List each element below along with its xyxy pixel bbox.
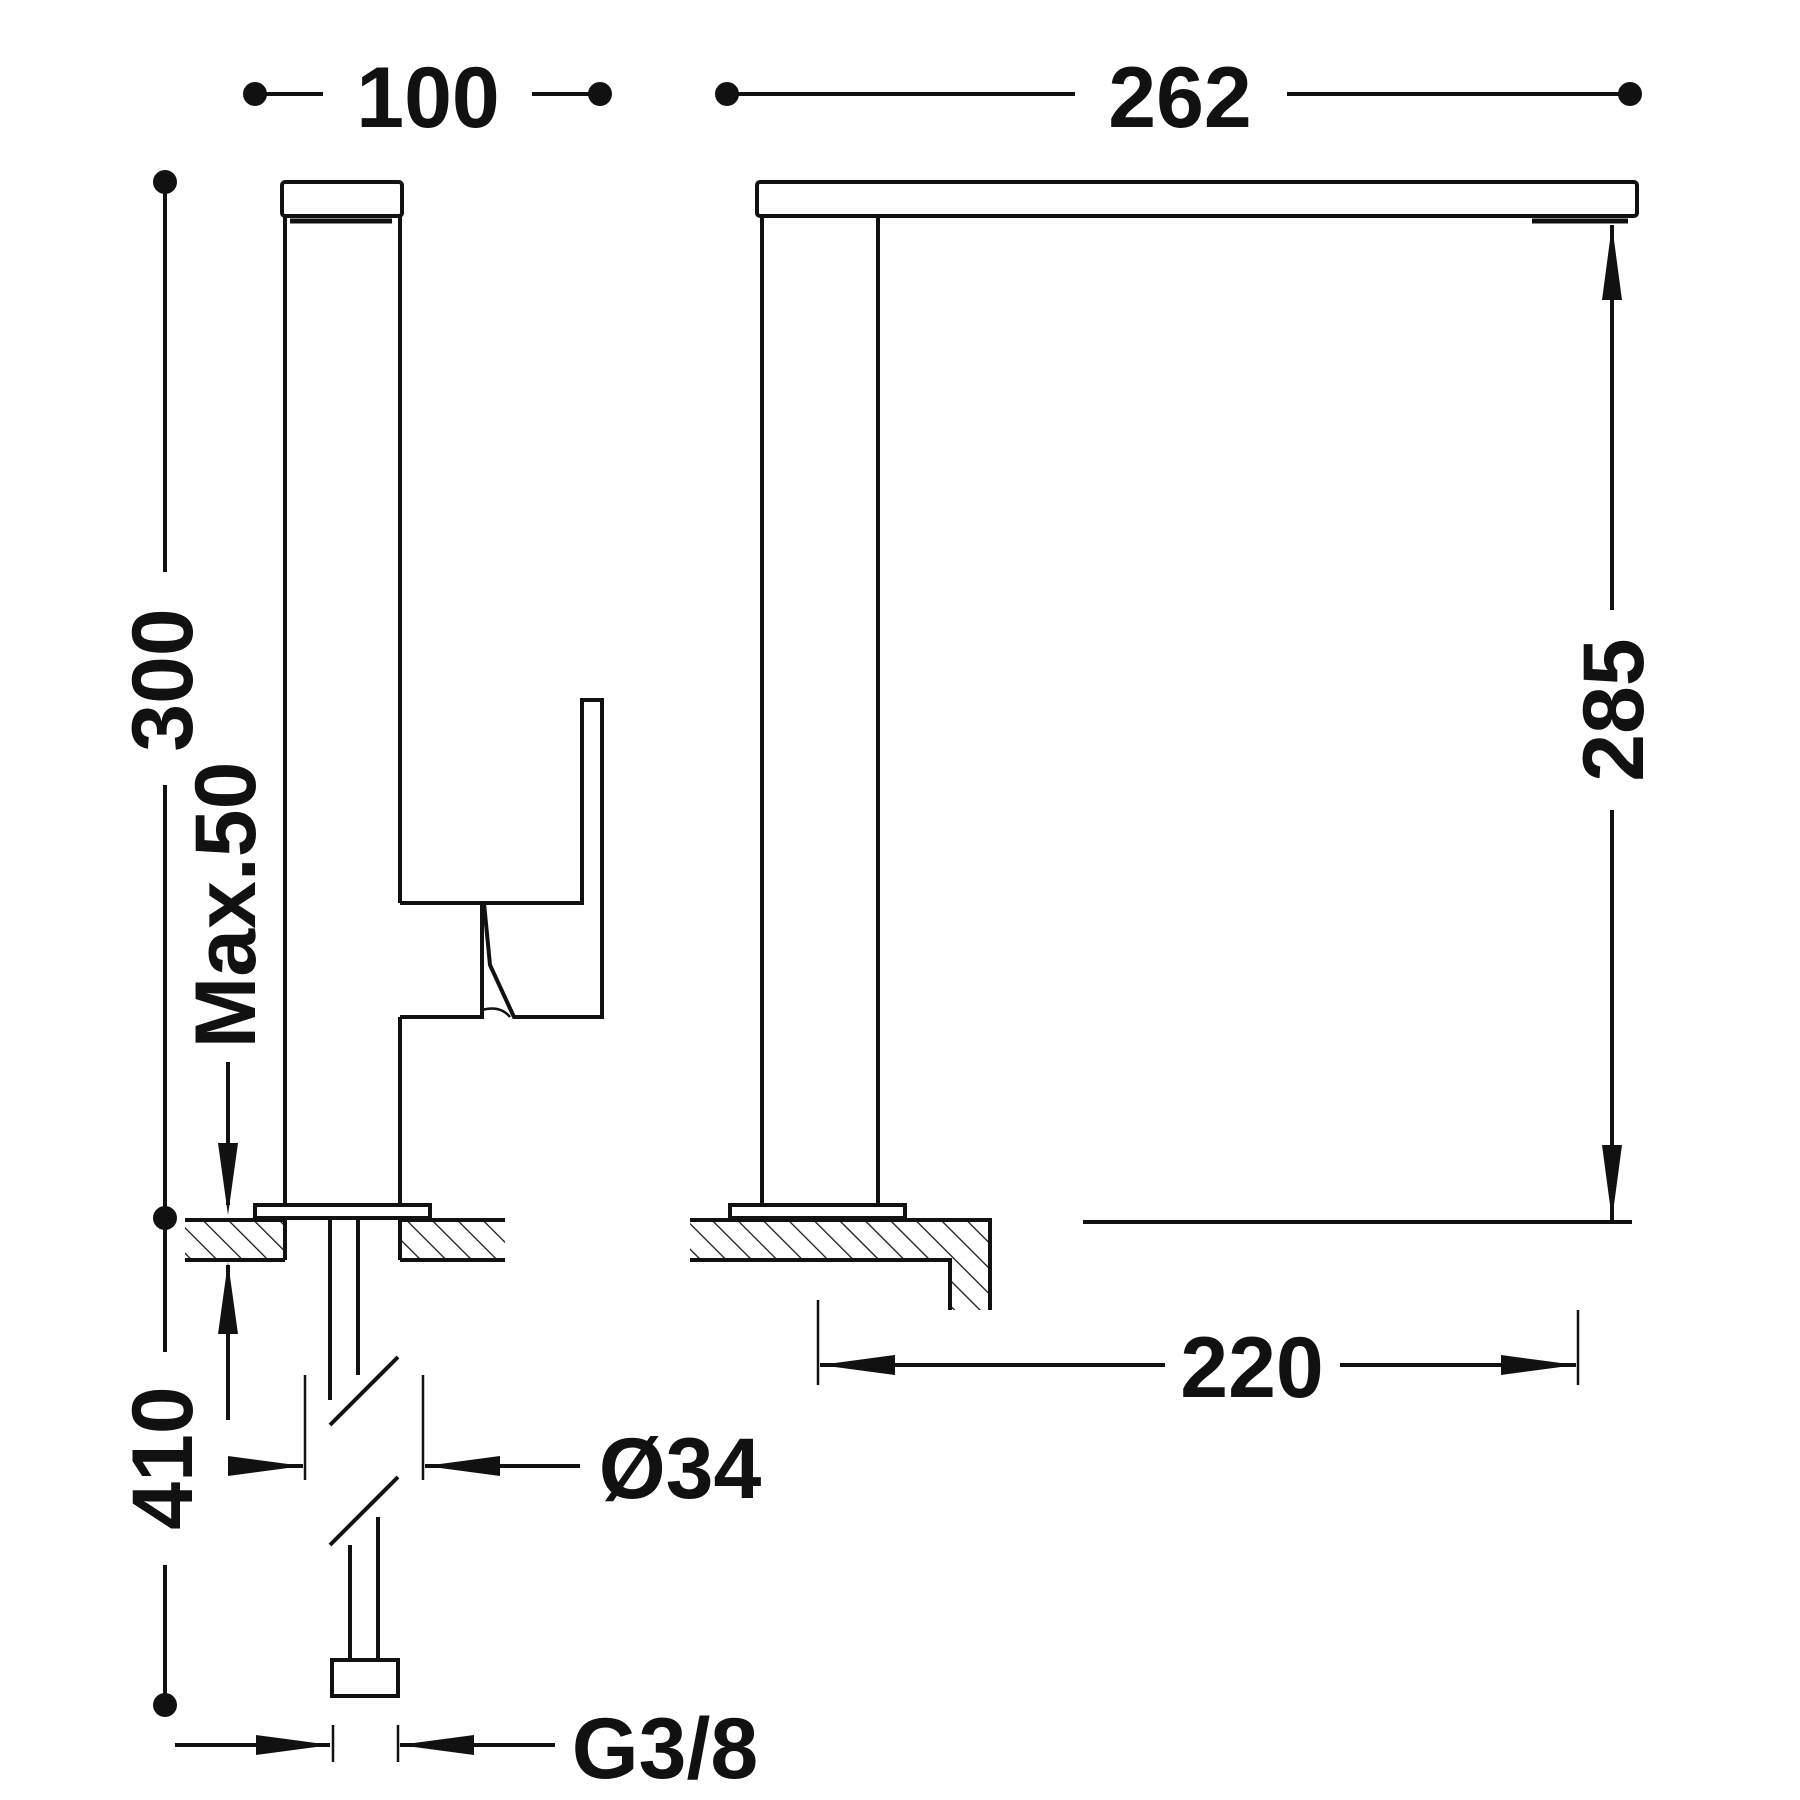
front-view-faucet bbox=[690, 180, 1639, 1310]
dimension-top-width: 100 bbox=[243, 50, 612, 146]
label-base-reach: 220 bbox=[1180, 1320, 1324, 1416]
label-total-height: 300 bbox=[115, 608, 211, 752]
dimension-left-vertical: 300 410 bbox=[115, 170, 211, 1717]
label-top-width: 100 bbox=[356, 50, 500, 146]
dimension-base-reach: 220 bbox=[816, 1300, 1580, 1416]
dimension-max-thickness: Max.50 bbox=[178, 762, 274, 1420]
label-spout-height: 285 bbox=[1566, 638, 1662, 782]
label-hose-length: 410 bbox=[115, 1386, 211, 1530]
dimension-connection-thread: G3/8 bbox=[175, 1701, 758, 1797]
dimension-spout-reach: 262 bbox=[715, 50, 1642, 146]
label-max-thickness: Max.50 bbox=[178, 762, 274, 1049]
label-connection-thread: G3/8 bbox=[572, 1701, 758, 1797]
dimension-spout-height: 285 bbox=[1566, 225, 1662, 1220]
side-view-faucet bbox=[185, 180, 604, 1698]
label-hole-diameter: Ø34 bbox=[599, 1421, 762, 1517]
label-spout-reach: 262 bbox=[1108, 50, 1252, 146]
dimension-hole-diameter: Ø34 bbox=[228, 1375, 761, 1517]
